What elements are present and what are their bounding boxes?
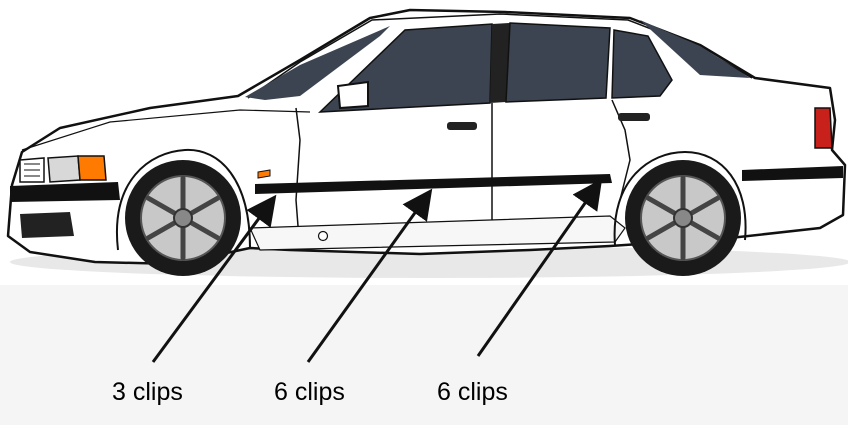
callout-label-rear-door: 6 clips <box>437 378 508 406</box>
headlight <box>47 155 81 183</box>
front-wheel <box>125 160 241 276</box>
rear-door-handle <box>618 113 650 121</box>
front-door-handle <box>447 122 477 130</box>
grille-slats <box>24 163 40 177</box>
front-indicator <box>77 155 107 181</box>
tail-light <box>814 107 833 149</box>
callout-arrow-rear-door <box>476 178 603 357</box>
front-bumper-strip <box>10 182 120 202</box>
callout-arrow-front-door <box>306 188 433 363</box>
b-pillar <box>490 23 510 103</box>
fog-light-bay <box>20 212 74 238</box>
rear-screen <box>640 20 750 78</box>
rear-wheel <box>625 160 741 276</box>
side-repeater <box>257 169 271 179</box>
front-door-edge <box>295 107 301 227</box>
rear-window <box>505 22 611 103</box>
callout-label-front-section: 3 clips <box>112 378 183 406</box>
callout-arrow-front-section <box>151 194 277 363</box>
side-mirror <box>336 80 369 110</box>
callout-label-front-door: 6 clips <box>274 378 345 406</box>
side-skirt <box>249 215 626 251</box>
rear-wheel-arch <box>613 150 747 246</box>
rear-bumper-strip <box>742 166 843 181</box>
quarter-window <box>611 29 673 99</box>
front-wheel-arch <box>115 148 251 251</box>
hood-line <box>21 109 311 151</box>
side-moulding <box>255 174 612 194</box>
windshield-glass <box>245 26 390 100</box>
jack-point <box>317 230 329 242</box>
